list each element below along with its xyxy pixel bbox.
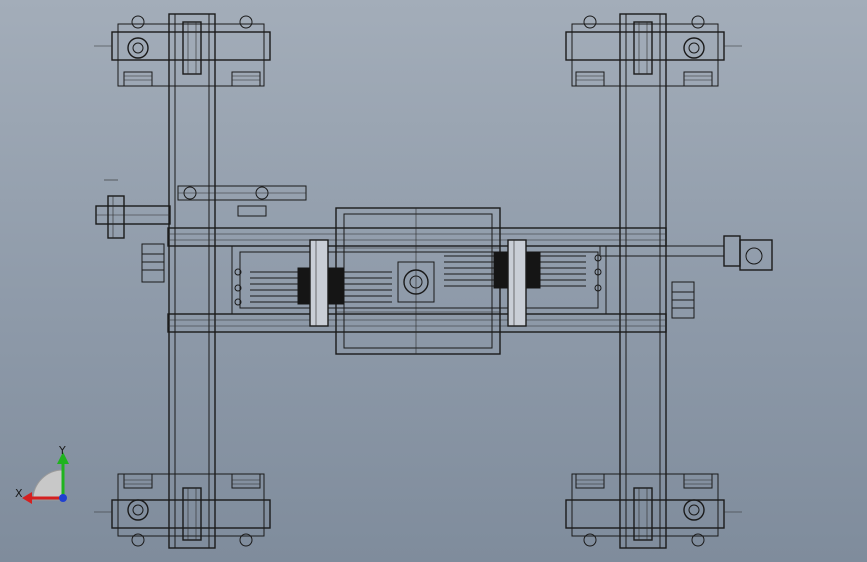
triad-plane — [32, 469, 64, 501]
y-axis-arrowhead — [57, 452, 69, 464]
upper-linkage-arm — [177, 185, 307, 217]
left-outrigger-bracket — [95, 179, 171, 239]
wheel-module-top-left — [94, 15, 271, 87]
right-frame-rail — [619, 13, 667, 549]
right-outrigger-shaft — [599, 235, 773, 271]
wheel-module-bottom-left — [94, 473, 271, 547]
upper-cross-beam — [167, 227, 667, 247]
lower-cross-beam — [167, 313, 667, 333]
right-spring-pack — [444, 239, 586, 327]
wheel-module-top-right — [565, 15, 742, 87]
wheel-module-bottom-right — [565, 473, 742, 547]
left-frame-rail — [168, 13, 216, 549]
left-guide-roller — [141, 243, 165, 283]
x-axis-label: X — [15, 487, 23, 500]
coordinate-triad: Y X — [15, 444, 69, 504]
left-spring-pack — [250, 239, 392, 327]
y-axis-label: Y — [58, 444, 66, 457]
right-guide-roller — [671, 281, 695, 319]
z-axis-dot — [59, 494, 67, 502]
x-axis-arrowhead — [22, 492, 32, 504]
inner-cage — [231, 245, 607, 315]
